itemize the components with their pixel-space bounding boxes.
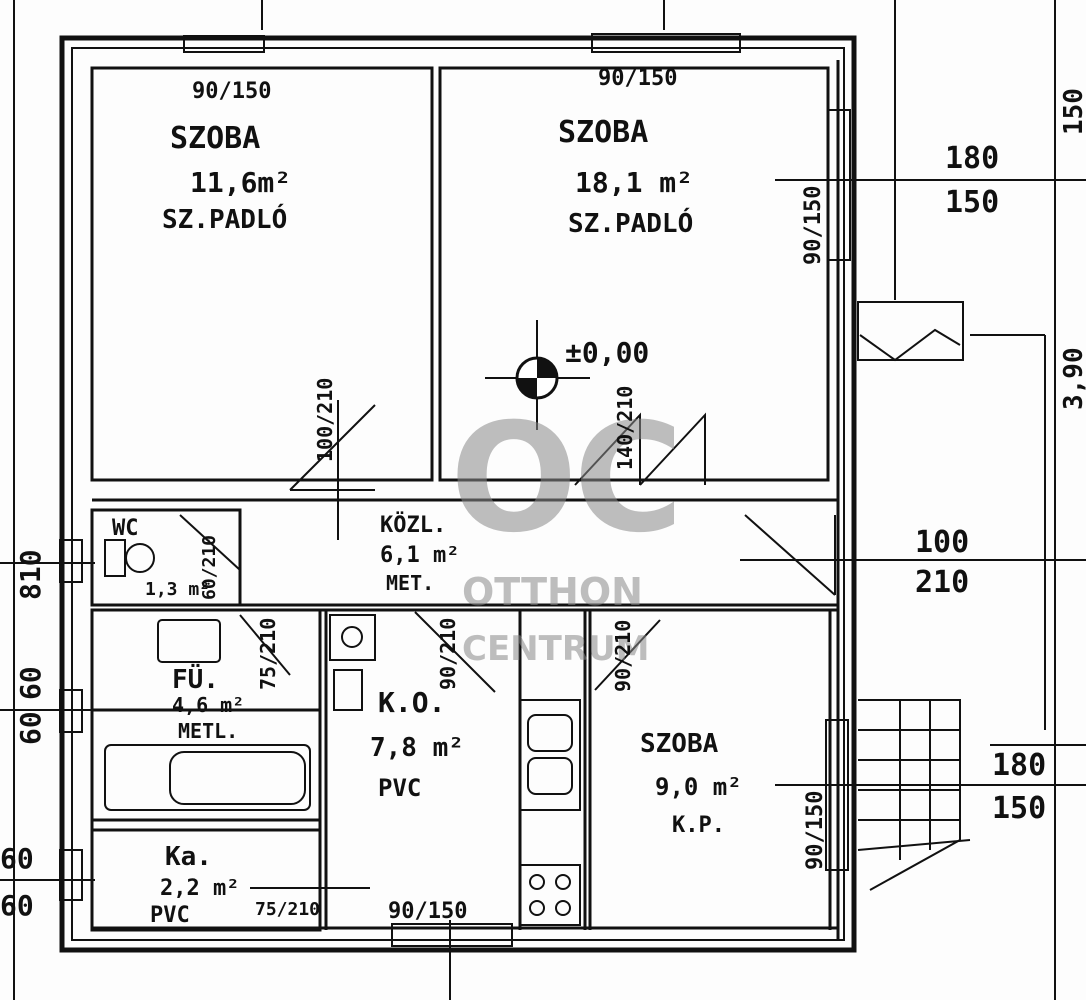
dim-edge-top: 150: [1059, 88, 1086, 135]
door-swings: [179, 404, 836, 693]
wc-name: WC: [112, 516, 139, 541]
door-label-3: 60/210: [199, 535, 220, 600]
door-label-6: 90/210: [611, 620, 635, 692]
dim-right-low-b: 150: [992, 791, 1046, 826]
window-label-4: 90/150: [803, 791, 828, 870]
dim-right-top-b: 150: [945, 185, 999, 220]
door-labels: 100/210 140/210 60/210 75/210 90/210 90/…: [199, 378, 637, 920]
dim-left-e: 60: [0, 889, 34, 922]
bath-floor: METL.: [178, 719, 238, 743]
room1-floor: SZ.PADLÓ: [162, 203, 287, 235]
pantry-floor: PVC: [150, 903, 190, 928]
watermark-logo: OC: [450, 392, 680, 566]
dim-right-mid-b: 210: [915, 565, 969, 600]
room2-floor: SZ.PADLÓ: [568, 207, 693, 239]
room3-name: SZOBA: [640, 729, 719, 759]
windows: [59, 33, 851, 947]
dim-right-mid-a: 100: [915, 525, 969, 560]
bathroom-fixtures: [104, 539, 311, 811]
outer-walls: [59, 35, 857, 953]
watermark: OC OTTHON CENTRUM: [450, 392, 684, 669]
bath-area: 4,6 m²: [172, 693, 244, 717]
door-label-5: 90/210: [436, 618, 460, 690]
door-label-7: 75/210: [255, 899, 320, 920]
dim-left-d: 60: [0, 842, 34, 875]
room2-name: SZOBA: [558, 115, 648, 150]
door-label-2: 140/210: [613, 386, 637, 470]
dim-left-b: 60: [14, 666, 47, 700]
dim-left-a: 810: [14, 549, 47, 600]
hall-area: 6,1 m²: [380, 543, 459, 568]
watermark-line1: OTTHON: [462, 570, 643, 614]
bathtub: [104, 744, 311, 811]
kitchen-floor: PVC: [378, 774, 421, 802]
window-label-2: 90/150: [598, 66, 677, 91]
pantry-name: Ka.: [165, 842, 212, 872]
dim-right-top-a: 180: [945, 141, 999, 176]
window-labels: 90/150 90/150 90/150 90/150 90/150: [192, 66, 828, 924]
washbasin: [157, 619, 221, 663]
kitchen-area: 7,8 m²: [370, 733, 464, 763]
room1-name: SZOBA: [170, 121, 260, 156]
window-label-5: 90/150: [388, 899, 467, 924]
room-labels: SZOBA 11,6m² SZ.PADLÓ SZOBA 18,1 m² SZ.P…: [112, 115, 742, 928]
kitchen-name: K.O.: [378, 686, 445, 719]
staircase: [857, 301, 971, 891]
room2-area: 18,1 m²: [575, 166, 693, 199]
dimension-labels: 180 150 100 210 180 150 810 60 60 60 60 …: [0, 88, 1086, 922]
room1-area: 11,6m²: [190, 166, 291, 199]
level-marker: ±0,00: [485, 320, 649, 430]
wc-area: 1,3 m²: [145, 579, 210, 600]
room3-floor: K.P.: [672, 813, 725, 838]
hall-name: KÖZL.: [380, 512, 446, 538]
stove: [519, 864, 581, 926]
level-label: ±0,00: [565, 336, 649, 369]
dim-edge-mid: 3,90: [1059, 347, 1086, 410]
hall-floor: MET.: [386, 571, 434, 595]
room3-area: 9,0 m²: [655, 773, 742, 801]
kitchen-fixtures: [329, 614, 581, 926]
toilet: [125, 543, 155, 573]
dim-right-low-a: 180: [992, 748, 1046, 783]
door-label-4: 75/210: [256, 618, 280, 690]
watermark-line2: CENTRUM: [462, 629, 649, 669]
window-label-3: 90/150: [801, 186, 826, 265]
door-label-1: 100/210: [313, 378, 337, 462]
pantry-area: 2,2 m²: [160, 876, 239, 901]
bath-name: FÜ.: [172, 662, 219, 695]
window-label-1: 90/150: [192, 79, 271, 104]
dim-left-c: 60: [14, 711, 47, 745]
